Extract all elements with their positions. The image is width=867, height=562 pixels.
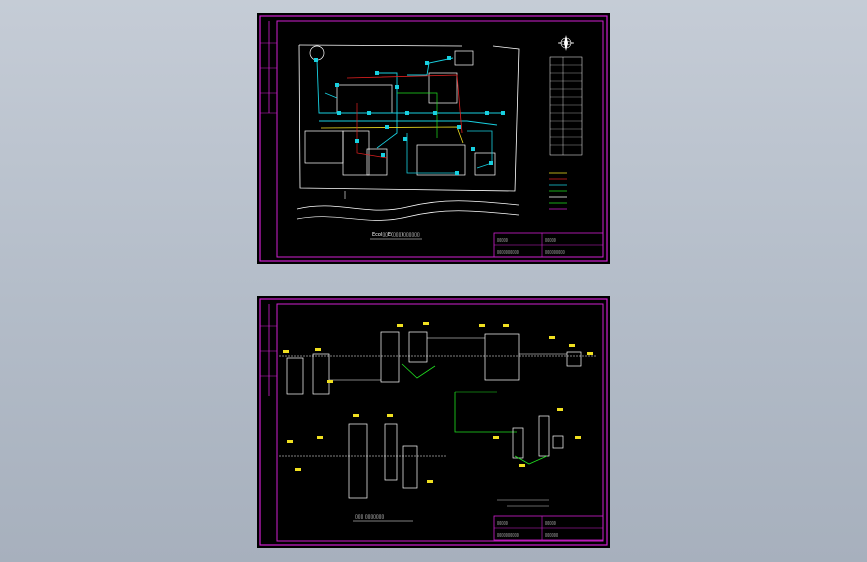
drawing-sheet-top: Ecol▯▯E(▯▯▯)▯▯▯▯▯▯ ▯▯▯▯▯ ▯▯▯▯▯ ▯▯▯▯▯▯▯▯▯… <box>257 13 610 264</box>
svg-text:▯▯▯▯▯▯: ▯▯▯▯▯▯ <box>545 532 558 537</box>
inner-frame <box>276 303 604 542</box>
svg-text:▯▯▯▯▯: ▯▯▯▯▯ <box>545 237 556 242</box>
equipment-table <box>549 56 583 156</box>
svg-text:▯▯▯▯▯▯▯▯▯▯: ▯▯▯▯▯▯▯▯▯▯ <box>497 249 519 254</box>
outer-frame <box>259 15 608 262</box>
title-block: ▯▯▯▯▯ ▯▯▯▯▯ ▯▯▯▯▯▯▯▯▯▯ ▯▯▯▯▯▯ <box>493 515 604 541</box>
north-arrow-icon <box>557 35 575 51</box>
svg-text:▯▯▯▯▯▯▯▯▯: ▯▯▯▯▯▯▯▯▯ <box>545 249 565 254</box>
drawing-title: ▯▯▯ ▯▯▯▯▯▯▯ <box>355 514 384 520</box>
line-legend <box>549 172 567 210</box>
inner-frame <box>276 20 604 258</box>
svg-text:▯▯▯▯▯: ▯▯▯▯▯ <box>497 237 508 242</box>
plan-drawing: Ecol▯▯E(▯▯▯)▯▯▯▯▯▯ ▯▯▯▯▯ ▯▯▯▯▯ ▯▯▯▯▯▯▯▯▯… <box>259 15 608 262</box>
svg-text:▯▯▯▯▯: ▯▯▯▯▯ <box>545 520 556 525</box>
notes <box>497 499 549 507</box>
title-block: ▯▯▯▯▯ ▯▯▯▯▯ ▯▯▯▯▯▯▯▯▯▯ ▯▯▯▯▯▯▯▯▯ <box>493 232 604 258</box>
svg-text:▯▯▯▯▯▯▯▯▯▯: ▯▯▯▯▯▯▯▯▯▯ <box>497 532 519 537</box>
profile-drawing: ▯▯▯ ▯▯▯▯▯▯▯ ▯▯▯▯▯ ▯▯▯▯▯ ▯▯▯▯▯▯▯▯▯▯ ▯▯▯▯▯… <box>259 298 608 546</box>
drawing-sheet-bottom: ▯▯▯ ▯▯▯▯▯▯▯ ▯▯▯▯▯ ▯▯▯▯▯ ▯▯▯▯▯▯▯▯▯▯ ▯▯▯▯▯… <box>257 296 610 548</box>
drawing-title: Ecol▯▯E(▯▯▯)▯▯▯▯▯▯ <box>372 232 420 238</box>
svg-text:▯▯▯▯▯: ▯▯▯▯▯ <box>497 520 508 525</box>
outer-frame <box>259 298 608 546</box>
